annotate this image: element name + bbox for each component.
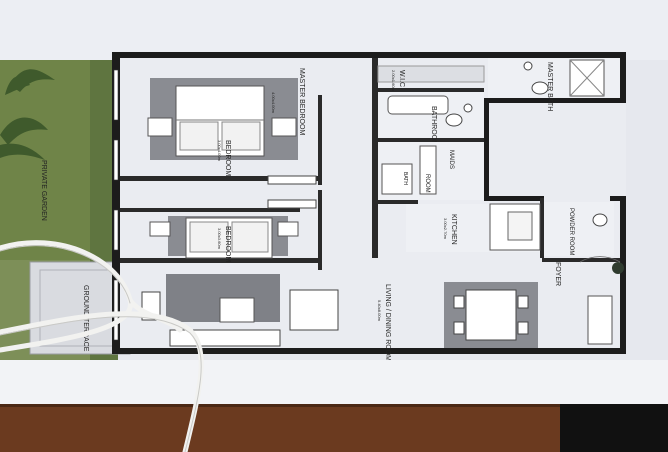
wooden-table [0,404,668,452]
foyer: FOYER [554,256,624,286]
master-bath: MASTER BATH [488,58,620,111]
console [587,295,613,345]
dining-chairs [453,295,529,335]
sofa [289,289,339,331]
sofa [169,329,281,347]
bathroom: BATHROOM [378,92,484,146]
door-handle [612,262,624,274]
bedroom2-size: 3.00x3.60m [217,228,222,250]
bedroom1-size: 3.00x4.00m [217,140,222,162]
kitchen-size: 3.00x2.70m [443,218,448,240]
maids-bath-label: BATH [402,172,408,185]
dark-object [560,404,668,452]
living-dining: LIVING / DINING ROOM 5.40x8.00m [141,274,613,361]
master-bedroom-size: 4.00x4.00m [271,92,276,114]
wardrobe [267,199,317,209]
master-bedroom-label: MASTER BEDROOM [298,68,305,135]
living-label: LIVING / DINING ROOM [384,284,391,361]
maids-area: MAIDS ROOM BATH [378,142,484,200]
kitchen-label: KITCHEN [450,214,457,245]
master-bath-label: MASTER BATH [546,62,553,111]
wic-label: W.I.C [398,70,405,87]
private-garden-label: PRIVATE GARDEN [40,160,47,221]
bedroom-second: BEDROOM 3.00x3.60m [149,216,299,262]
dining-table [465,289,517,341]
wic-size: 2.00x1.60m [391,70,396,92]
nightstand [271,117,297,137]
powder-room-label: POWDER ROOM [568,208,574,255]
toilet-icon [445,113,463,127]
windows [113,69,119,341]
living-size: 5.40x8.00m [377,300,382,322]
palm-tree-icon [0,69,55,160]
walk-in-closet: W.I.C 2.00x1.60m [377,58,485,92]
foyer-label: FOYER [554,262,561,286]
exterior-walls [112,52,626,354]
bathroom-label: BATHROOM [430,106,437,146]
powder-room: POWDER ROOM [544,202,614,256]
maids-label: MAIDS [448,150,454,169]
interior-walls [120,58,620,270]
bedroom1-label: BEDROOM [224,140,231,176]
paper-top-area [0,0,668,60]
coffee-table [219,297,255,323]
toilet-icon [531,81,549,95]
nightstand [147,117,173,137]
paper-margin [0,360,668,404]
master-bedroom: MASTER BEDROOM 4.00x4.00m BEDROOM 3.00x4… [147,68,305,176]
maids-room-label: ROOM [424,174,430,193]
wardrobe [267,175,317,185]
toilet-icon [592,213,608,227]
bathtub [387,95,449,115]
bedroom2-label: BEDROOM [224,226,231,262]
kitchen: KITCHEN 3.00x2.70m [406,203,541,252]
